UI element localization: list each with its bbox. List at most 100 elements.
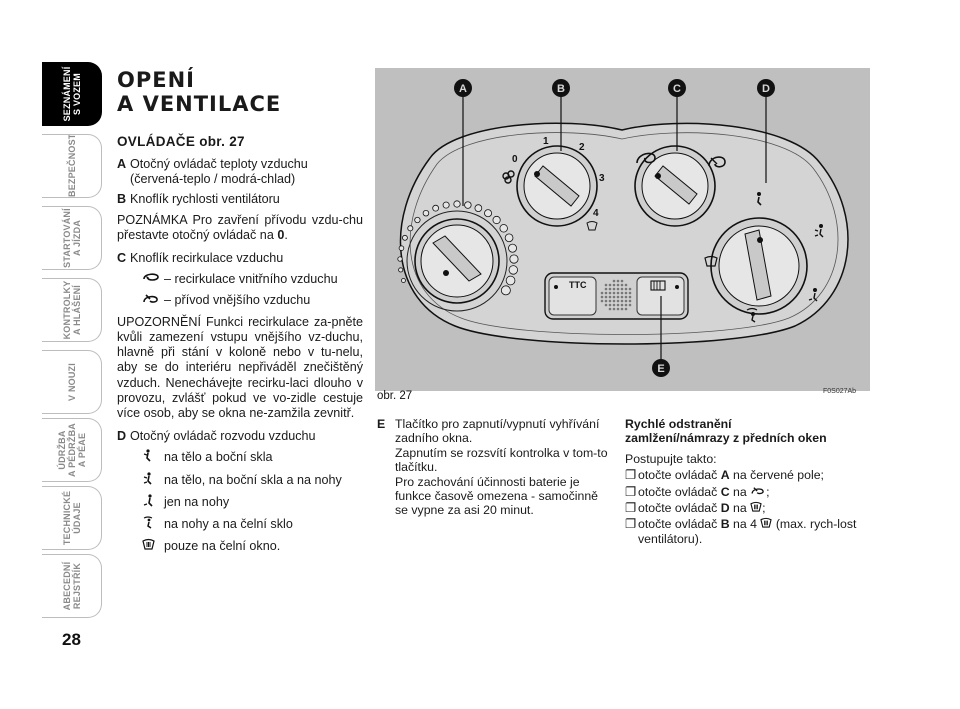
tab-kontrolky[interactable]: KONTROLKY A HLÁŠENÍ (42, 278, 102, 342)
speaker-hole (608, 295, 612, 299)
temperature-dot (414, 216, 421, 224)
checkbox-icon: ❐ (625, 484, 637, 499)
windscreen-defrost-icon (142, 538, 164, 554)
speaker-hole (612, 291, 616, 295)
tab-udrzba[interactable]: ÚDRŽBA A PÉDRŽBA A PÉAE (42, 418, 102, 482)
speaker-hole (624, 295, 628, 299)
speaker-hole (616, 307, 620, 311)
svg-text:D: D (762, 83, 770, 95)
speaker-hole (616, 291, 620, 295)
d-option-body: na tělo a boční skla (117, 449, 363, 466)
outside-air-icon (751, 486, 764, 494)
speaker-hole (616, 295, 620, 299)
speaker-hole (624, 299, 628, 303)
fan-number-3: 3 (599, 173, 605, 184)
speaker-hole (608, 303, 612, 307)
knob-d-distribution (710, 217, 808, 315)
callout-lines (462, 88, 767, 366)
outside-air-icon (142, 293, 164, 309)
speaker-hole (628, 295, 632, 299)
temperature-scale-dots (397, 200, 519, 296)
tab-technicke[interactable]: TECHNICKÉ ÚDAJE (42, 486, 102, 550)
c-option-recirc: – recirkulace vnitřního vzduchu (117, 271, 363, 287)
temperature-dot (398, 267, 404, 273)
quick-intro: Postupujte takto: (625, 451, 717, 466)
speaker-hole (620, 295, 624, 299)
step-2: ❐otočte ovládač C na ; (625, 484, 770, 499)
callout-b: B (552, 79, 570, 97)
item-e: E Tlačítko pro zapnutí/vypnutí vyhřívání… (377, 417, 608, 518)
speaker-hole (608, 283, 612, 287)
speaker-hole (620, 279, 624, 283)
speaker-hole (620, 303, 624, 307)
quick-defrost: Rychlé odstranění zamlžení/námrazy z pře… (625, 417, 865, 546)
speaker-hole (620, 299, 624, 303)
item-a: A Otočný ovládač teploty vzduchu (červen… (117, 157, 308, 187)
temperature-dot (464, 201, 472, 209)
svg-text:A: A (459, 83, 467, 95)
speaker-hole (604, 303, 608, 307)
speaker-hole (608, 299, 612, 303)
temperature-dot (398, 245, 405, 251)
step-1: ❐otočte ovládač A na červené pole; (625, 468, 824, 483)
temperature-dot (432, 204, 440, 212)
speaker-hole (608, 291, 612, 295)
temperature-dot (402, 234, 408, 241)
figure-caption: obr. 27 (377, 390, 413, 402)
fan-number-4: 4 (593, 208, 599, 219)
speaker-hole (616, 303, 620, 307)
step-3: ❐otočte ovládač D na ; (625, 501, 766, 516)
speaker-hole (616, 283, 620, 287)
speaker-hole (628, 287, 632, 291)
speaker-hole (612, 279, 616, 283)
defrost-max-icon (586, 221, 598, 231)
tab-seznameni[interactable]: SEZNÁMENÍ S VOZEM (42, 62, 102, 126)
page-number: 28 (62, 630, 81, 649)
button-bar (544, 272, 689, 320)
d-option-feet: jen na nohy (117, 494, 363, 511)
speaker-hole (604, 287, 608, 291)
speaker-hole (608, 307, 612, 311)
temperature-dot (484, 209, 493, 218)
tab-v-nouzi[interactable]: V NOUZI (42, 350, 102, 414)
temperature-dot (508, 243, 517, 253)
speaker-hole (604, 295, 608, 299)
temperature-dot (453, 200, 461, 208)
speaker-hole (612, 299, 616, 303)
speaker-hole (628, 291, 632, 295)
speaker-hole (624, 283, 628, 287)
speaker-hole (624, 307, 628, 311)
temperature-dot (492, 215, 501, 225)
knob-a-temperature (406, 210, 508, 312)
svg-text:B: B (557, 83, 565, 95)
temperature-dot (401, 278, 406, 283)
outside-air-icon-figure (708, 156, 726, 168)
recirculation-icon (142, 271, 164, 287)
speaker-hole (616, 287, 620, 291)
speaker-hole (612, 303, 616, 307)
speaker-hole (624, 287, 628, 291)
temperature-dot (422, 209, 430, 217)
note: POZNÁMKA Pro zavření přívodu vzdu-chu př… (117, 212, 363, 243)
panel-inner-outline (409, 132, 839, 335)
tab-abecedni[interactable]: ABECEDNÍ REJSTŘÍK (42, 554, 102, 618)
speaker-hole (628, 303, 632, 307)
callout-d: D (757, 79, 775, 97)
tab-startovani[interactable]: STARTOVÁNÍ A JÍZDA (42, 206, 102, 270)
temperature-dot (508, 265, 518, 275)
speaker-hole (600, 295, 604, 299)
item-c: C Knoflík recirkulace vzduchu (117, 251, 284, 266)
svg-text:E: E (657, 363, 664, 375)
temperature-dot (500, 285, 511, 296)
speaker-hole (604, 291, 608, 295)
tab-bezpecnost[interactable]: BEZPEČNOST (42, 134, 102, 198)
speaker-hole (628, 299, 632, 303)
d-option-feet-windscreen: na nohy a na čelní sklo (117, 516, 363, 533)
speaker-hole (600, 299, 604, 303)
c-option-outside: – přívod vnějšího vzduchu (117, 293, 363, 309)
checkbox-icon: ❐ (625, 468, 637, 483)
svg-text:C: C (673, 83, 681, 95)
distribution-icons (704, 192, 824, 323)
vent-feet-windscreen-icon (142, 516, 164, 533)
temperature-dot (397, 256, 403, 262)
